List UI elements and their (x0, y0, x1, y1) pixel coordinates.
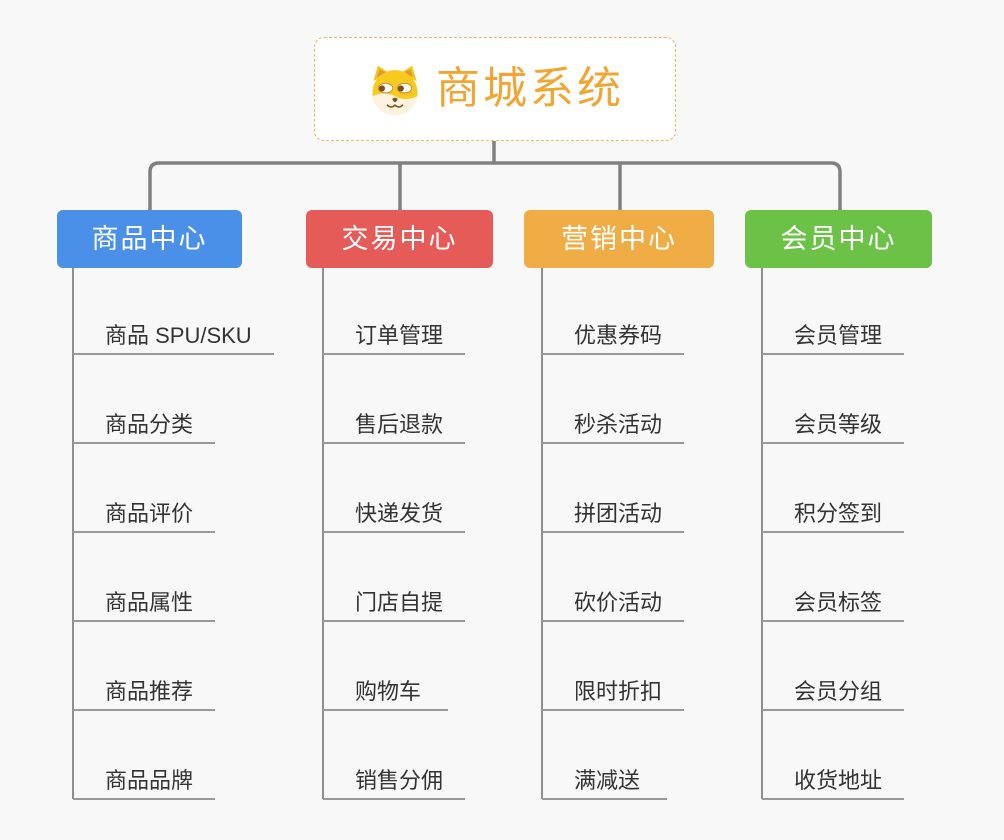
leaf-node[interactable]: 销售分佣 (323, 762, 466, 800)
branch-label: 营销中心 (561, 223, 677, 254)
leaf-node[interactable]: 购物车 (323, 673, 448, 711)
root-node[interactable]: 商城系统 (314, 37, 676, 141)
branch-children-member: 会员管理 会员等级 积分签到 会员标签 会员分组 收货地址 (762, 317, 905, 800)
leaf-node[interactable]: 会员管理 (762, 317, 905, 355)
branch-children-product: 商品 SPU/SKU 商品分类 商品评价 商品属性 商品推荐 商品品牌 (73, 317, 274, 800)
leaf-node[interactable]: 商品评价 (73, 495, 216, 533)
leaf-node[interactable]: 商品分类 (73, 406, 216, 444)
leaf-node[interactable]: 商品 SPU/SKU (73, 317, 274, 355)
branch-label: 会员中心 (780, 223, 897, 254)
branch-label: 商品中心 (91, 223, 208, 254)
leaf-node[interactable]: 商品属性 (73, 584, 216, 622)
leaf-node[interactable]: 订单管理 (323, 317, 466, 355)
leaf-node[interactable]: 收货地址 (762, 762, 905, 800)
leaf-node[interactable]: 拼团活动 (542, 495, 685, 533)
branch-children-marketing: 优惠券码 秒杀活动 拼团活动 砍价活动 限时折扣 满减送 (542, 317, 685, 800)
leaf-node[interactable]: 满减送 (542, 762, 667, 800)
branch-children-trade: 订单管理 售后退款 快递发货 门店自提 购物车 销售分佣 (323, 317, 466, 800)
leaf-node[interactable]: 门店自提 (323, 584, 466, 622)
branch-node-member-center[interactable]: 会员中心 (745, 210, 932, 268)
branch-node-trade-center[interactable]: 交易中心 (306, 210, 493, 268)
leaf-node[interactable]: 限时折扣 (542, 673, 685, 711)
dog-face-icon (372, 65, 418, 116)
branch-node-product-center[interactable]: 商品中心 (57, 210, 242, 268)
leaf-node[interactable]: 砍价活动 (542, 584, 685, 622)
branch-node-marketing-center[interactable]: 营销中心 (524, 210, 714, 268)
root-node-label: 商城系统 (436, 64, 624, 113)
branch-label: 交易中心 (341, 223, 458, 254)
leaf-node[interactable]: 会员分组 (762, 673, 905, 711)
branch-bus-line (148, 161, 842, 212)
leaf-node[interactable]: 秒杀活动 (542, 406, 685, 444)
leaf-node[interactable]: 优惠券码 (542, 317, 685, 355)
leaf-node[interactable]: 会员等级 (762, 406, 905, 444)
leaf-node[interactable]: 商品品牌 (73, 762, 216, 800)
leaf-node[interactable]: 会员标签 (762, 584, 905, 622)
leaf-node[interactable]: 售后退款 (323, 406, 466, 444)
leaf-node[interactable]: 商品推荐 (73, 673, 216, 711)
leaf-node[interactable]: 快递发货 (323, 495, 466, 533)
leaf-node[interactable]: 积分签到 (762, 495, 905, 533)
